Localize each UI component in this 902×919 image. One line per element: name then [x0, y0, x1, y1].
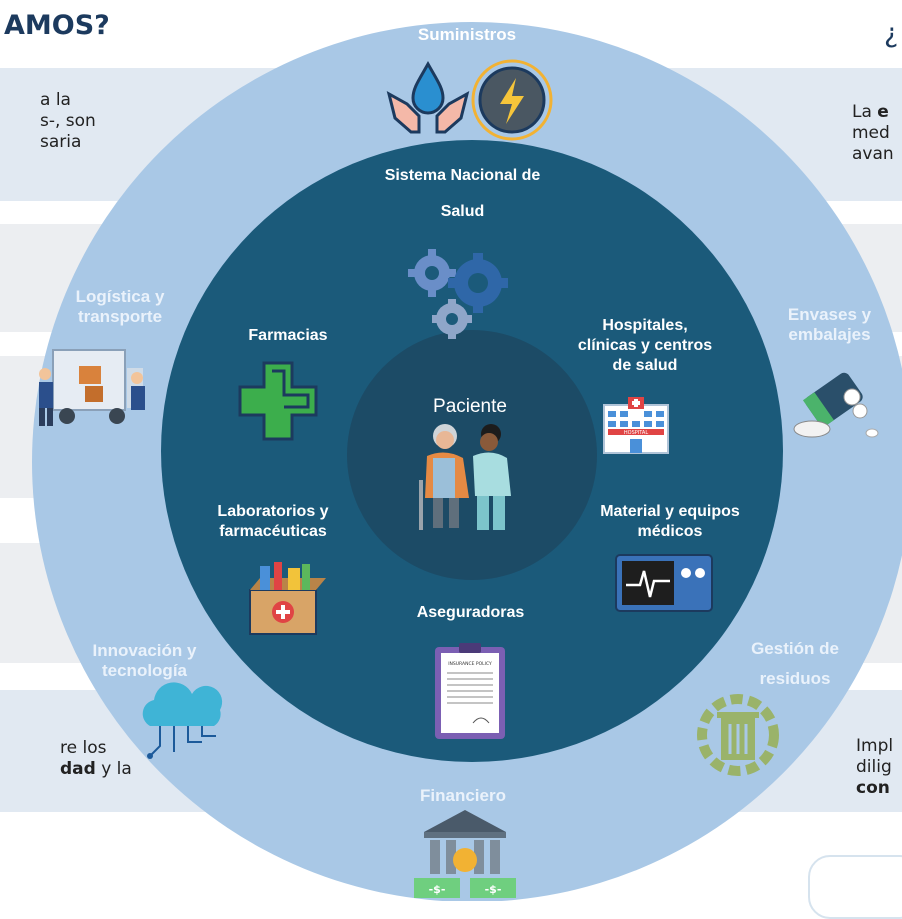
label-line: Hospitales, — [602, 317, 688, 334]
left-text-tail: y la — [95, 759, 132, 779]
medical-monitor-icon — [615, 554, 713, 612]
left-title: AMOS? — [4, 10, 110, 41]
core-circle — [347, 330, 597, 580]
label-laboratorios: Laboratorios y farmacéuticas — [188, 502, 358, 542]
left-text-block-1: a la s-, son saria — [40, 90, 96, 153]
right-text-line: con — [856, 778, 893, 799]
label-line: embalajes — [788, 325, 871, 344]
label-sns: Sistema Nacional de Salud — [345, 158, 580, 230]
label-financiero: Financiero — [420, 786, 506, 805]
label-farmacias: Farmacias — [248, 327, 328, 344]
insurance-policy-icon: INSURANCE POLICY — [435, 643, 505, 739]
label-line: Logística y — [75, 287, 165, 306]
label-hospitales: Hospitales, clínicas y centros de salud — [545, 316, 745, 376]
right-text-line: avan — [852, 144, 894, 164]
decorative-rounded-box — [808, 855, 902, 919]
right-text-bold: e — [877, 102, 889, 122]
bill-text: -$- — [429, 883, 446, 896]
left-text-line: a la — [40, 90, 71, 110]
label-line: Salud — [440, 203, 485, 220]
bill-text: -$- — [485, 883, 502, 896]
label-line: residuos — [759, 669, 831, 688]
label-innovacion: Innovación y tecnología — [62, 641, 227, 681]
delivery-truck-icon — [39, 349, 145, 426]
label-line: Gestión de — [751, 639, 839, 658]
right-text-block-2: Impl dilig con — [856, 736, 893, 799]
left-text-line: saria — [40, 132, 82, 152]
label-line: Material y equipos — [600, 503, 740, 520]
right-text-line: Impl — [856, 736, 894, 756]
label-logistica: Logística y transporte — [40, 287, 200, 327]
left-text-line: dad y la — [60, 759, 132, 780]
right-text-block-1: La e med avan — [852, 102, 894, 165]
pharmacy-cross-icon — [238, 361, 318, 441]
patient-nurse-icon — [419, 424, 511, 530]
label-aseguradoras: Aseguradoras — [416, 604, 525, 621]
left-text-block-2: re los dad y la — [60, 738, 132, 780]
left-text-bold: dad — [60, 759, 96, 779]
medicine-box-icon — [249, 562, 326, 635]
right-text-line: dilig — [856, 757, 892, 777]
water-hands-icon — [386, 60, 470, 134]
left-text-line: re los — [60, 738, 107, 758]
label-line: farmacéuticas — [219, 523, 327, 540]
label-line: Innovación y — [92, 641, 197, 660]
label-line: clínicas y centros — [577, 337, 713, 354]
label-line: médicos — [637, 523, 703, 540]
label-line: transporte — [77, 307, 163, 326]
label-line: Laboratorios y — [217, 503, 329, 520]
label-paciente: Paciente — [433, 396, 507, 417]
label-line: Sistema Nacional de — [384, 167, 541, 184]
policy-title-text: INSURANCE POLICY — [448, 661, 492, 667]
label-suministros: Suministros — [417, 25, 517, 44]
lightning-icon — [471, 59, 553, 141]
right-text-line: La e — [852, 102, 894, 123]
label-material: Material y equipos médicos — [570, 502, 770, 542]
left-text-line: s-, son — [40, 111, 96, 131]
label-line: de salud — [612, 357, 678, 374]
label-line: tecnología — [101, 661, 187, 680]
right-text-pre: La — [852, 102, 878, 122]
right-text-line: med — [852, 123, 890, 143]
hospital-icon: HOSPITAL — [603, 397, 669, 454]
right-title: ¿ — [884, 18, 899, 49]
hospital-sign-text: HOSPITAL — [624, 430, 648, 436]
cloud-tech-icon — [142, 682, 223, 759]
gears-icon — [408, 249, 508, 339]
bank-icon: -$- -$- — [414, 810, 516, 898]
waste-bin-icon — [697, 694, 779, 776]
label-gestion: Gestión de residuos — [720, 634, 870, 694]
right-text-bold-2: con — [856, 778, 890, 798]
pill-bottle-icon — [793, 372, 879, 438]
label-line: Envases y — [787, 305, 872, 324]
label-envases: Envases y embalajes — [762, 305, 897, 345]
